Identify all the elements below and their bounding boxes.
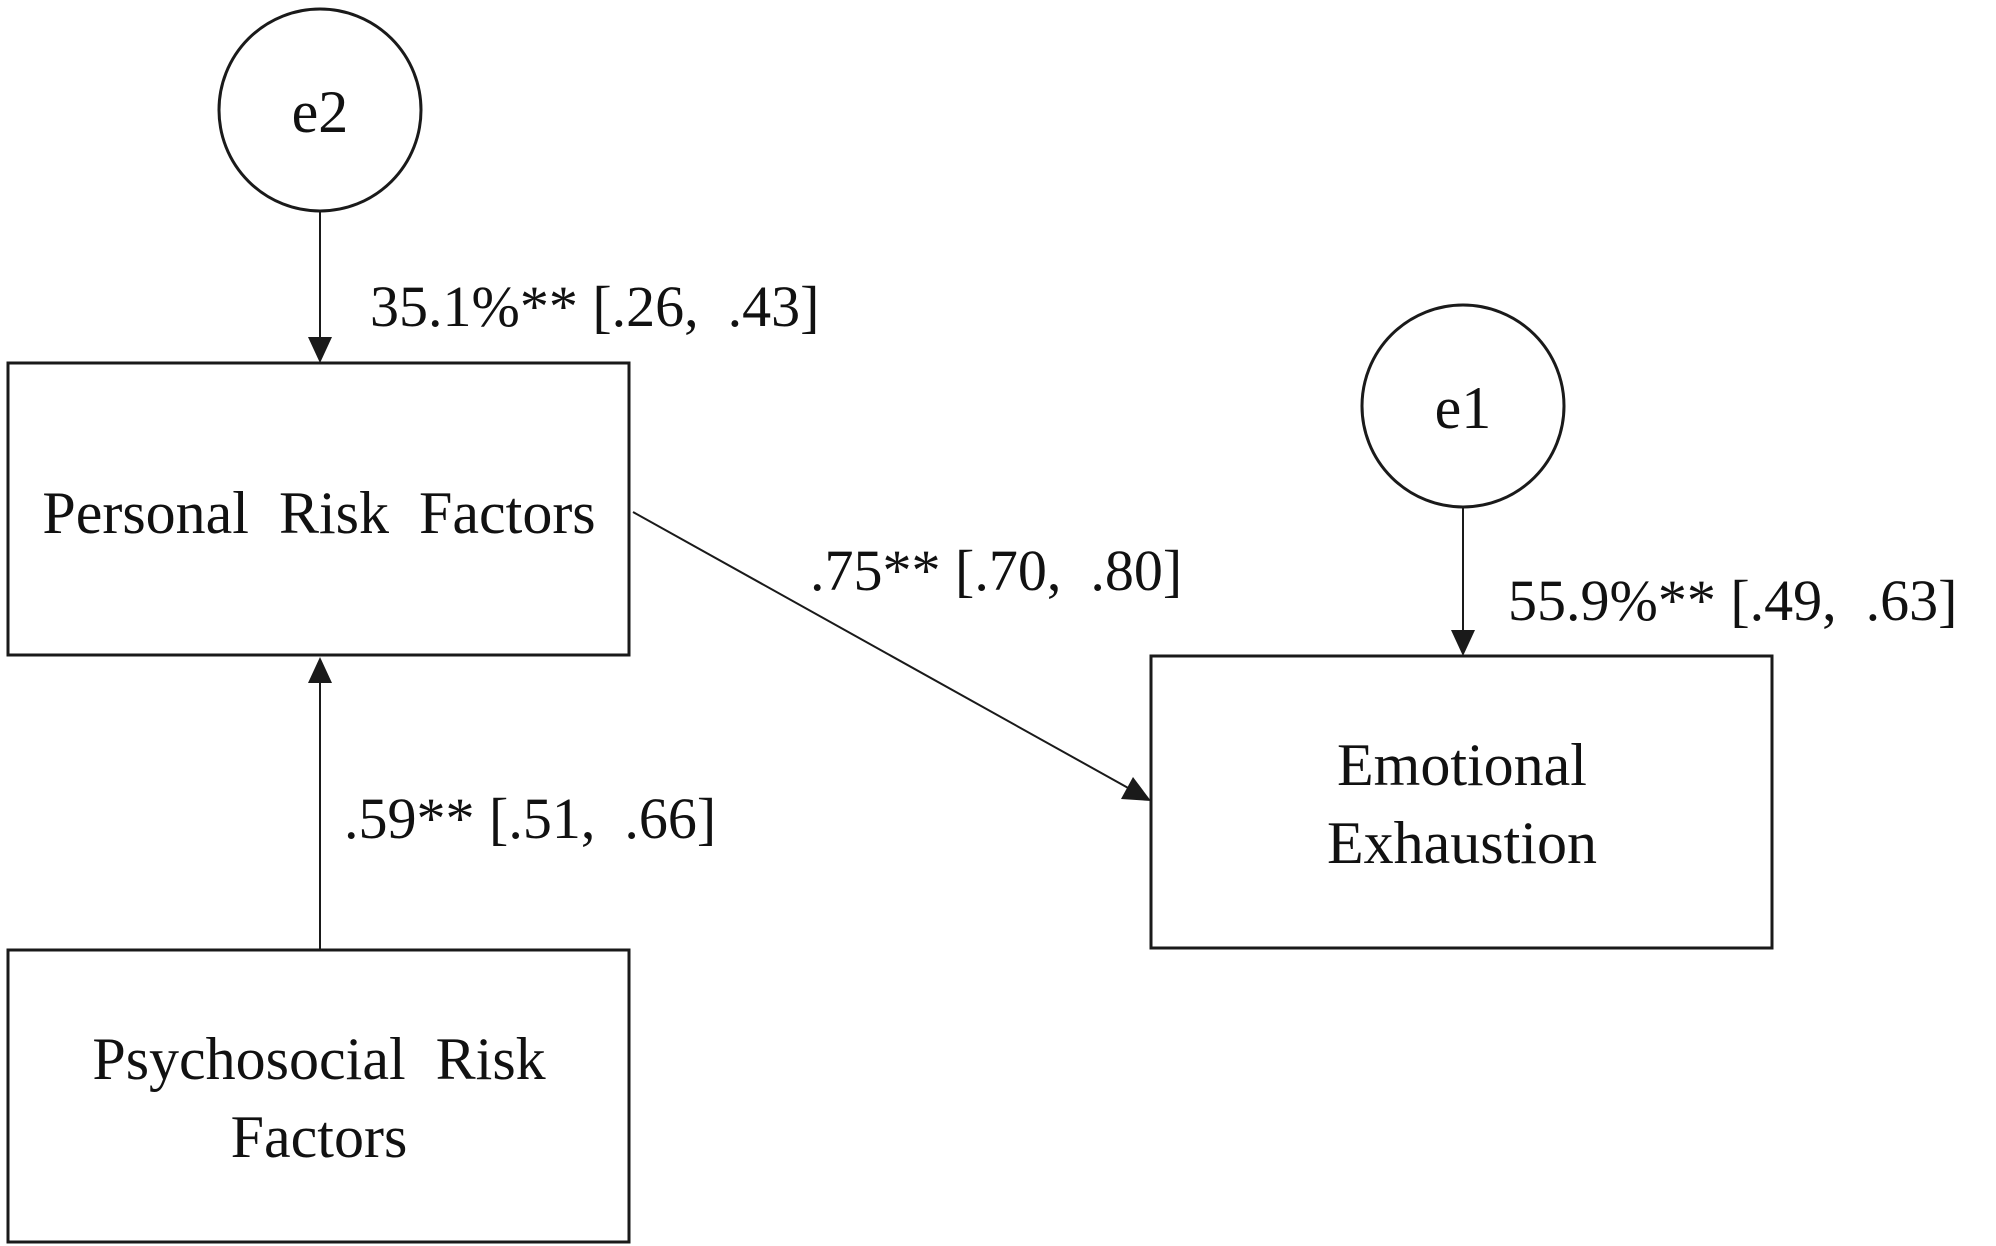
node-emotional-exhaustion: Emotional Exhaustion bbox=[1149, 654, 1774, 950]
path-e1-to-emotional bbox=[1451, 508, 1475, 656]
node-psychosocial-risk-factors: Psychosocial Risk Factors bbox=[6, 948, 631, 1244]
node-label-emotional-line1: Emotional bbox=[1337, 732, 1587, 798]
coef-e2-personal: 35.1%** [.26, .43] bbox=[370, 274, 819, 339]
node-label-psychosocial-line2: Factors bbox=[231, 1104, 408, 1170]
coef-personal-emotional: .75** [.70, .80] bbox=[810, 538, 1182, 603]
arrowhead-e1-emotional bbox=[1451, 630, 1475, 656]
arrowhead-e2-personal bbox=[308, 337, 332, 363]
arrowhead-personal-emotional bbox=[1121, 777, 1151, 801]
error-node-e2: e2 bbox=[217, 7, 423, 213]
error-label-e1: e1 bbox=[1435, 375, 1492, 441]
path-personal-to-emotional bbox=[632, 511, 1151, 801]
node-label-personal: Personal Risk Factors bbox=[42, 480, 595, 546]
path-psychosocial-to-personal bbox=[308, 657, 332, 950]
coef-e1-emotional: 55.9%** [.49, .63] bbox=[1508, 568, 1957, 633]
node-label-psychosocial-line1: Psychosocial Risk bbox=[92, 1026, 545, 1092]
arrowhead-psychosocial-personal bbox=[308, 657, 332, 683]
error-label-e2: e2 bbox=[292, 79, 349, 145]
node-label-emotional-line2: Exhaustion bbox=[1327, 810, 1597, 876]
path-e2-to-personal bbox=[308, 212, 332, 363]
error-node-e1: e1 bbox=[1360, 303, 1566, 509]
coef-psychosocial-personal: .59** [.51, .66] bbox=[344, 786, 716, 851]
node-personal-risk-factors: Personal Risk Factors bbox=[6, 361, 631, 657]
